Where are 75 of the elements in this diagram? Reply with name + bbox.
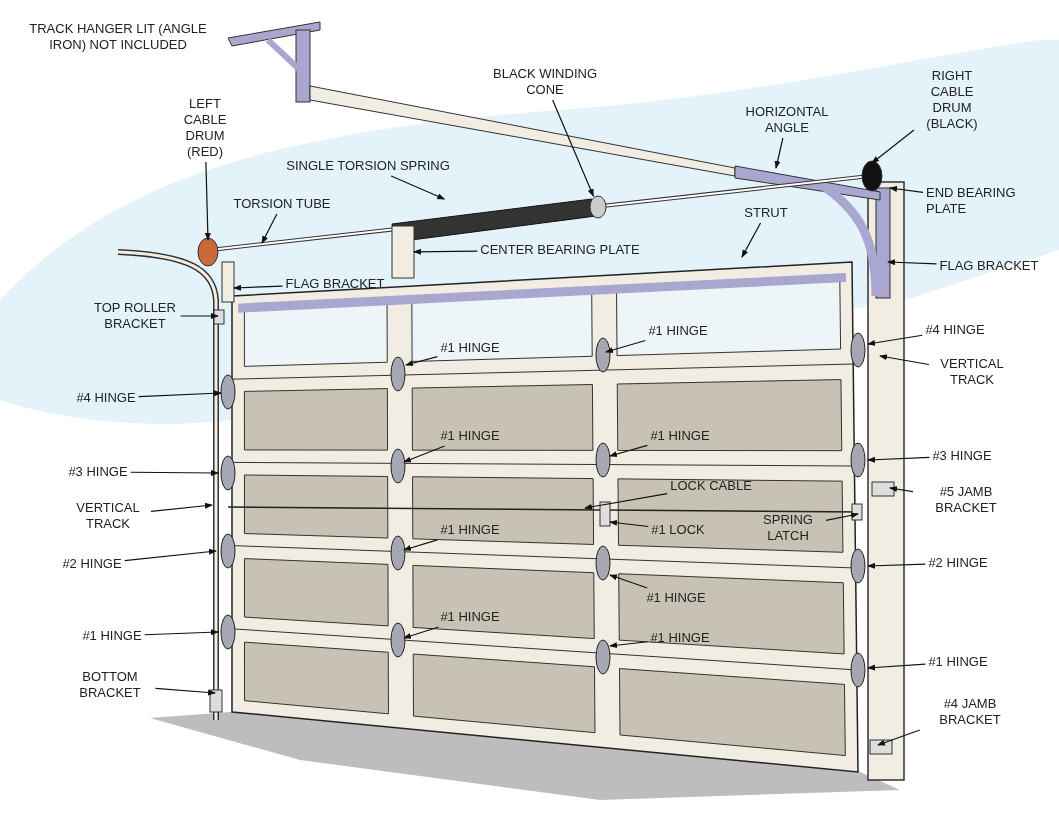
part-label: #1 HINGE (440, 428, 500, 444)
leader-line (889, 185, 924, 194)
leader-line (552, 99, 594, 197)
part-label: LEFT CABLE DRUM (RED) (174, 96, 236, 160)
part-label: #4 HINGE (76, 390, 136, 406)
part-label: SPRING LATCH (753, 512, 823, 544)
leader-line (144, 629, 219, 636)
leader-line (403, 539, 438, 551)
leader-line (867, 663, 926, 671)
part-label: BLACK WINDING CONE (490, 66, 600, 98)
leader-line (179, 313, 219, 319)
part-label: TOP ROLLER BRACKET (92, 300, 178, 332)
leader-line (403, 626, 440, 639)
part-label: FLAG BRACKET (285, 276, 385, 292)
leader-line (877, 729, 921, 746)
leader-line (887, 259, 938, 266)
leader-line (405, 356, 438, 367)
leader-line (403, 445, 446, 463)
leader-line (150, 502, 213, 513)
part-label: LOCK CABLE (670, 478, 752, 494)
part-label: HORIZONTAL ANGLE (732, 104, 842, 136)
leader-line (233, 284, 284, 291)
leader-line (774, 137, 784, 169)
part-label: #5 JAMB BRACKET (916, 484, 1016, 516)
part-label: BOTTOM BRACKET (67, 669, 153, 701)
part-label: #2 HINGE (928, 555, 988, 571)
leader-line (867, 334, 923, 346)
part-label: #4 JAMB BRACKET (920, 696, 1020, 728)
leader-line (154, 687, 216, 696)
leader-line (390, 175, 446, 200)
leader-line (130, 469, 219, 476)
leader-line (204, 161, 211, 241)
leader-line (609, 641, 648, 649)
part-label: TRACK HANGER LIT (ANGLE IRON) NOT INCLUDED (28, 21, 208, 53)
part-label: VERTICAL TRACK (932, 356, 1012, 388)
leader-line (879, 354, 930, 366)
part-label: #3 HINGE (68, 464, 128, 480)
part-label: STRUT (744, 205, 788, 221)
leader-line (138, 390, 222, 398)
leader-line (605, 339, 646, 353)
leader-line (609, 444, 648, 457)
part-label: END BEARING PLATE (926, 185, 1046, 217)
part-label: #2 HINGE (62, 556, 122, 572)
part-label: #1 HINGE (650, 428, 710, 444)
leader-line (741, 222, 762, 258)
leader-line (413, 248, 478, 255)
part-label: CENTER BEARING PLATE (480, 242, 640, 258)
part-label: #1 HINGE (82, 628, 142, 644)
part-label: #1 HINGE (440, 522, 500, 538)
leader-line (261, 213, 278, 244)
leader-line (584, 493, 668, 510)
part-label: #1 HINGE (440, 340, 500, 356)
part-label: #1 HINGE (646, 590, 706, 606)
part-label: #1 HINGE (650, 630, 710, 646)
leader-line (609, 574, 648, 589)
part-label: #4 HINGE (925, 322, 985, 338)
leader-line (609, 519, 649, 528)
part-label: #1 LOCK (651, 522, 705, 538)
part-label: #1 HINGE (440, 609, 500, 625)
leader-line (871, 129, 915, 164)
part-label: VERTICAL TRACK (68, 500, 148, 532)
bearing-plate (391, 225, 415, 279)
leader-line (124, 548, 217, 562)
leader-line (889, 486, 914, 493)
leader-line (867, 562, 926, 569)
part-label: FLAG BRACKET (939, 258, 1039, 274)
part-label: #3 HINGE (932, 448, 992, 464)
part-label: TORSION TUBE (233, 196, 331, 212)
part-label: #1 HINGE (648, 323, 708, 339)
part-label: RIGHT CABLE DRUM (BLACK) (917, 68, 987, 132)
part-label: SINGLE TORSION SPRING (286, 158, 450, 174)
part-label: #1 HINGE (928, 654, 988, 670)
leader-line (825, 512, 859, 521)
winding-cone (589, 195, 607, 219)
leader-line (867, 456, 930, 463)
